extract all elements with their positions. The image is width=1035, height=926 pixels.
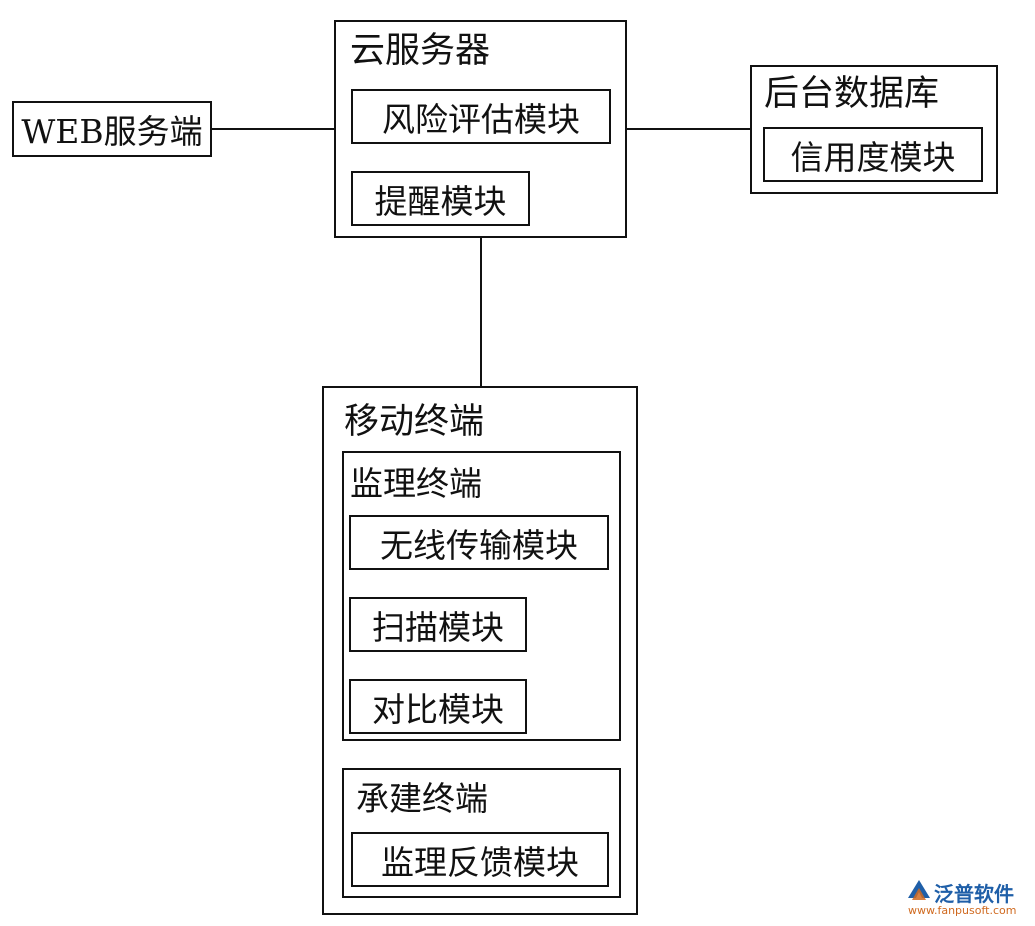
supervision-feedback-label: 监理反馈模块 [381,842,579,882]
scan-module: 扫描模块 [349,597,527,652]
wireless-transmission-module: 无线传输模块 [349,515,609,570]
credit-label: 信用度模块 [790,137,956,177]
credit-module: 信用度模块 [763,127,983,182]
backend-database-title: 后台数据库 [764,74,940,114]
risk-assessment-label: 风险评估模块 [382,99,580,139]
compare-label: 对比模块 [372,689,504,729]
web-server-box: WEB服务端 [12,101,212,157]
wireless-transmission-label: 无线传输模块 [380,525,578,565]
supervision-terminal-title: 监理终端 [350,464,482,503]
risk-assessment-module: 风险评估模块 [351,89,611,144]
compare-module: 对比模块 [349,679,527,734]
watermark-name: 泛普软件 [934,882,1014,906]
supervision-feedback-module: 监理反馈模块 [351,832,609,887]
cloud-server-title: 云服务器 [350,31,491,71]
watermark-url: www.fanpusoft.com [908,904,1017,917]
web-server-label: WEB服务端 [21,112,203,151]
fanpu-logo-icon [908,880,930,900]
construction-terminal-title: 承建终端 [356,779,488,818]
reminder-module: 提醒模块 [351,171,530,226]
scan-label: 扫描模块 [372,607,504,647]
mobile-terminal-title: 移动终端 [344,402,485,442]
reminder-label: 提醒模块 [374,181,507,221]
watermark-logo: 泛普软件 www.fanpusoft.com [904,876,1029,920]
